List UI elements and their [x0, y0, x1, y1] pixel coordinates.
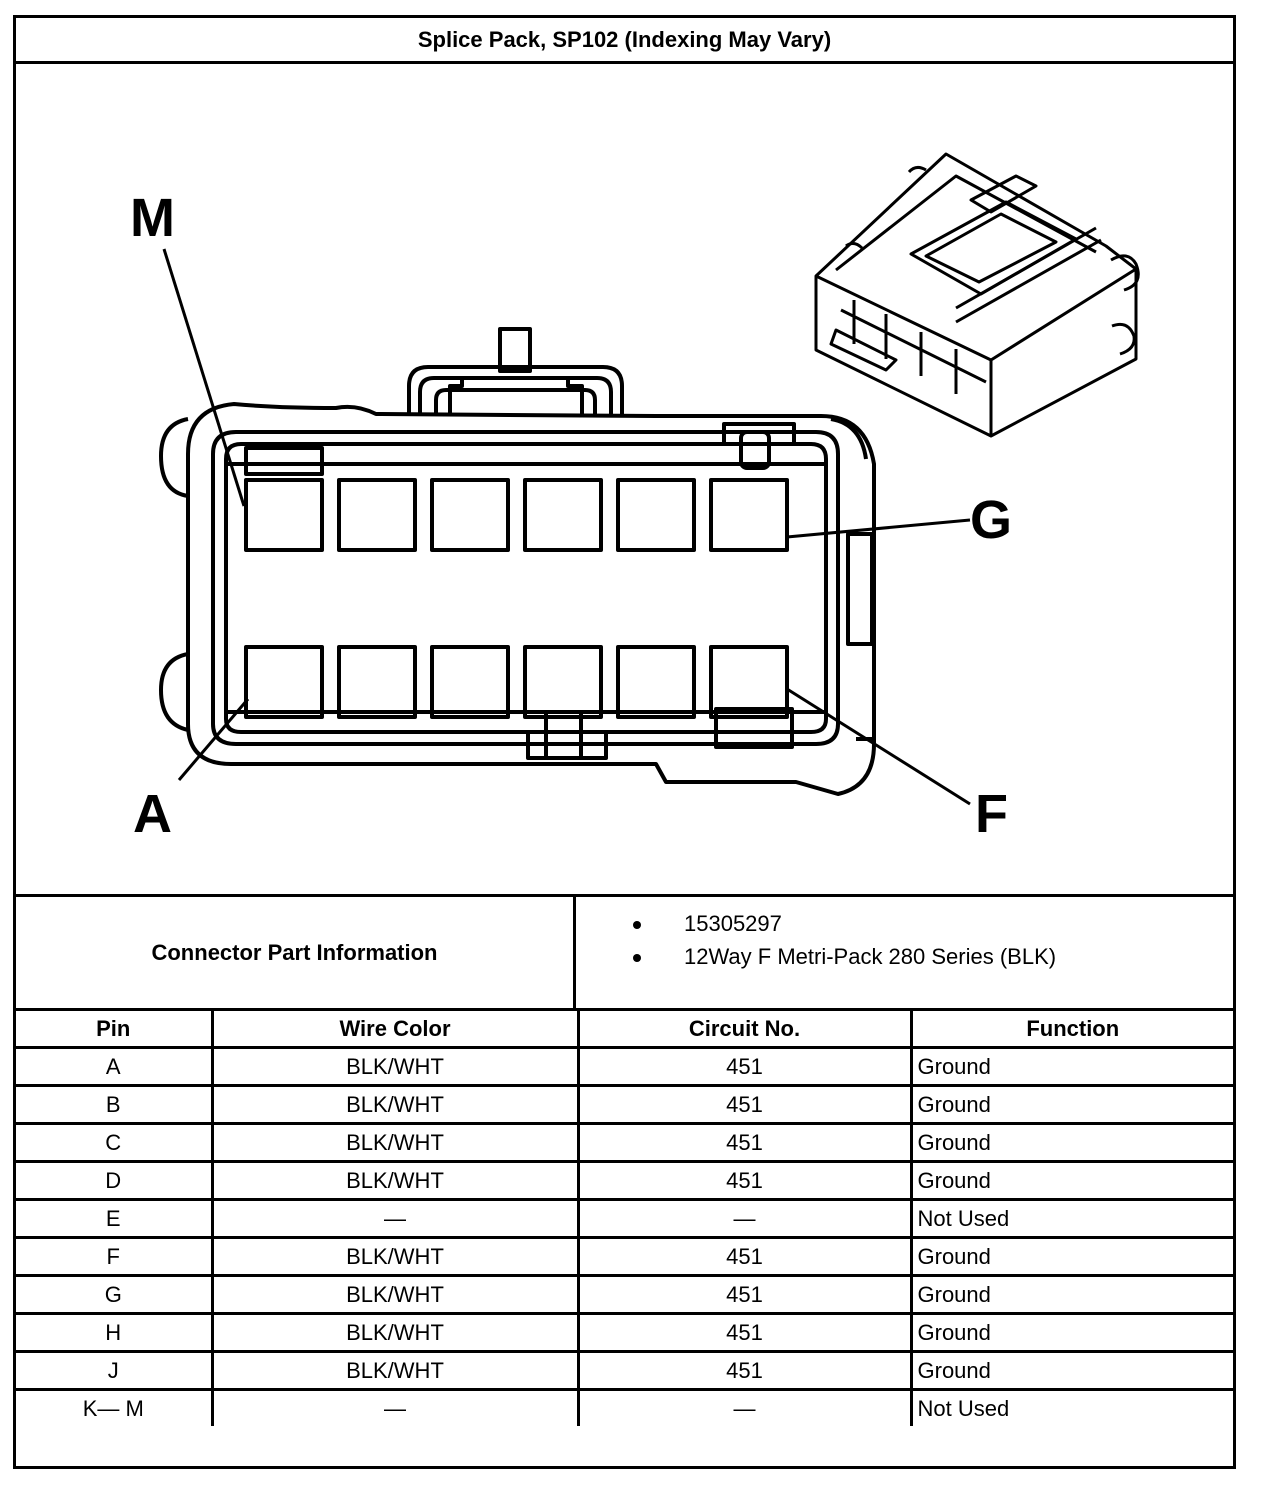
- cell-function: Not Used: [909, 1388, 1233, 1426]
- header-pin: Pin: [16, 1011, 214, 1049]
- cell-function: Ground: [909, 1122, 1233, 1163]
- cell-wire-color: BLK/WHT: [210, 1046, 580, 1087]
- connector-info-row: Connector Part Information 15305297 12Wa…: [16, 894, 1233, 1011]
- cell-function: Ground: [909, 1046, 1233, 1087]
- table-row: G BLK/WHT 451 Ground: [16, 1274, 1233, 1315]
- pin-label-m: M: [130, 188, 175, 248]
- connector-info-label: Connector Part Information: [16, 897, 576, 1008]
- cell-circuit-no: 451: [576, 1274, 913, 1315]
- table-row: C BLK/WHT 451 Ground: [16, 1122, 1233, 1163]
- header-circuit-no: Circuit No.: [576, 1011, 913, 1049]
- cell-function: Ground: [909, 1236, 1233, 1277]
- cell-pin: E: [16, 1198, 214, 1239]
- cell-circuit-no: 451: [576, 1084, 913, 1125]
- cell-circuit-no: 451: [576, 1312, 913, 1353]
- table-row: J BLK/WHT 451 Ground: [16, 1350, 1233, 1391]
- cell-function: Ground: [909, 1084, 1233, 1125]
- cell-wire-color: —: [210, 1198, 580, 1239]
- cell-pin: F: [16, 1236, 214, 1277]
- cell-pin: A: [16, 1046, 214, 1087]
- cell-wire-color: BLK/WHT: [210, 1084, 580, 1125]
- table-row: K— M — — Not Used: [16, 1388, 1233, 1426]
- cell-function: Ground: [909, 1160, 1233, 1201]
- connector-info-item: 15305297: [576, 907, 1233, 940]
- cell-circuit-no: 451: [576, 1122, 913, 1163]
- connector-info-list: 15305297 12Way F Metri-Pack 280 Series (…: [576, 897, 1233, 1008]
- pin-table: Pin Wire Color Circuit No. Function A BL…: [16, 1011, 1233, 1426]
- cell-circuit-no: 451: [576, 1350, 913, 1391]
- cell-pin: D: [16, 1160, 214, 1201]
- part-number: 15305297: [684, 911, 782, 936]
- pin-label-a: A: [133, 784, 172, 844]
- cell-wire-color: BLK/WHT: [210, 1350, 580, 1391]
- table-row: H BLK/WHT 451 Ground: [16, 1312, 1233, 1353]
- table-row: D BLK/WHT 451 Ground: [16, 1160, 1233, 1201]
- table-row: A BLK/WHT 451 Ground: [16, 1046, 1233, 1087]
- connector-face-icon: [159, 327, 876, 796]
- header-wire-color: Wire Color: [210, 1011, 580, 1049]
- cell-wire-color: —: [210, 1388, 580, 1426]
- cell-function: Ground: [909, 1350, 1233, 1391]
- table-header-row: Pin Wire Color Circuit No. Function: [16, 1011, 1233, 1049]
- cell-pin: C: [16, 1122, 214, 1163]
- cell-function: Ground: [909, 1274, 1233, 1315]
- cell-circuit-no: —: [576, 1388, 913, 1426]
- cell-pin: H: [16, 1312, 214, 1353]
- cell-pin: K— M: [16, 1388, 214, 1426]
- diagram-svg: M G A F: [130, 152, 1140, 844]
- cell-circuit-no: 451: [576, 1236, 913, 1277]
- pin-label-g: G: [970, 490, 1012, 550]
- connector-info-item: 12Way F Metri-Pack 280 Series (BLK): [576, 940, 1233, 973]
- cell-circuit-no: 451: [576, 1160, 913, 1201]
- cell-pin: G: [16, 1274, 214, 1315]
- connector-3d-icon: [814, 152, 1140, 438]
- bullet-icon: [633, 954, 641, 962]
- cell-pin: B: [16, 1084, 214, 1125]
- cell-circuit-no: 451: [576, 1046, 913, 1087]
- connector-description: 12Way F Metri-Pack 280 Series (BLK): [684, 944, 1057, 969]
- cell-wire-color: BLK/WHT: [210, 1274, 580, 1315]
- connector-sheet: Splice Pack, SP102 (Indexing May Vary): [13, 15, 1236, 1469]
- cell-wire-color: BLK/WHT: [210, 1160, 580, 1201]
- bullet-icon: [633, 921, 641, 929]
- table-row: B BLK/WHT 451 Ground: [16, 1084, 1233, 1125]
- cell-wire-color: BLK/WHT: [210, 1312, 580, 1353]
- header-function: Function: [909, 1011, 1233, 1049]
- cell-circuit-no: —: [576, 1198, 913, 1239]
- cell-pin: J: [16, 1350, 214, 1391]
- cell-wire-color: BLK/WHT: [210, 1122, 580, 1163]
- diagram-area: M G A F: [16, 64, 1233, 894]
- table-row: F BLK/WHT 451 Ground: [16, 1236, 1233, 1277]
- cell-function: Not Used: [909, 1198, 1233, 1239]
- cell-wire-color: BLK/WHT: [210, 1236, 580, 1277]
- leader-lines: [162, 248, 971, 806]
- page-title: Splice Pack, SP102 (Indexing May Vary): [16, 18, 1233, 64]
- pin-label-f: F: [975, 784, 1008, 844]
- cell-function: Ground: [909, 1312, 1233, 1353]
- table-row: E — — Not Used: [16, 1198, 1233, 1239]
